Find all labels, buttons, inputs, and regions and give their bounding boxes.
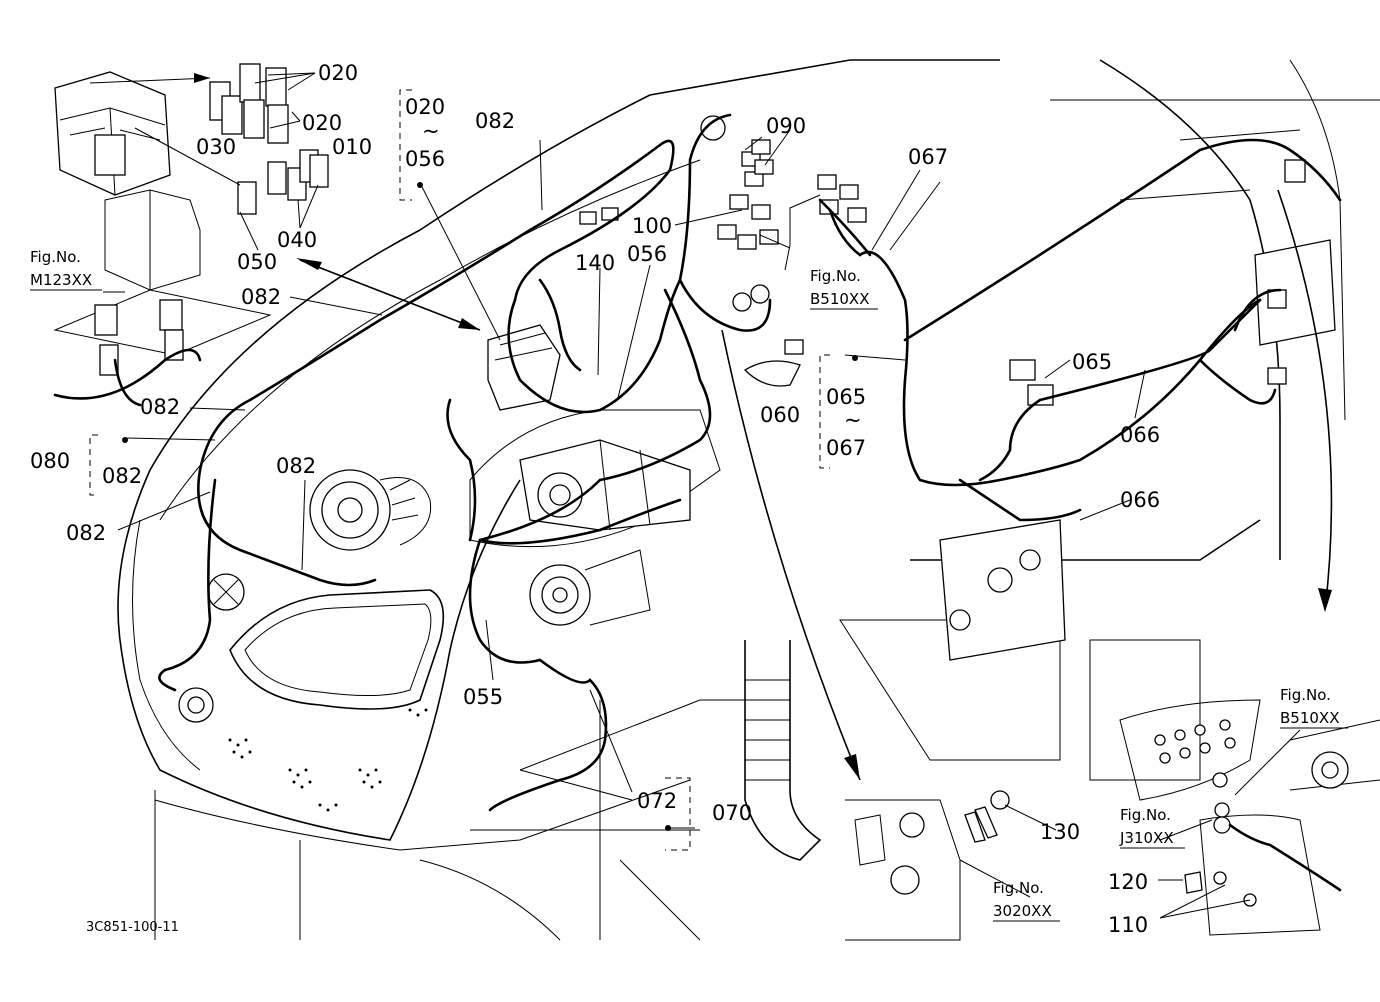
headlight-socket bbox=[207, 573, 245, 611]
relay-bracket-inset bbox=[53, 189, 272, 376]
fig-ref-3020: 3020XX bbox=[993, 902, 1052, 920]
callout-range-tilde: ~ bbox=[422, 119, 440, 143]
connector-group-090-100 bbox=[579, 115, 867, 387]
fig-ref-label: Fig.No. bbox=[993, 879, 1044, 897]
callout-010: 010 bbox=[332, 135, 372, 159]
callout-066: 066 bbox=[1120, 423, 1160, 447]
callout-082: 082 bbox=[102, 464, 142, 488]
callout-082: 082 bbox=[140, 395, 180, 419]
ac-compressor bbox=[529, 549, 651, 626]
valve-block-right bbox=[939, 359, 1066, 661]
tractor-body-outline bbox=[117, 59, 1380, 941]
callout-050: 050 bbox=[237, 250, 277, 274]
callout-range-tilde: ~ bbox=[844, 408, 862, 432]
fig-ref-j310: J310XX bbox=[1119, 829, 1174, 847]
group-brackets bbox=[89, 89, 858, 851]
horn bbox=[178, 687, 214, 723]
figure-references: Fig.No. M123XX Fig.No. B510XX Fig.No. B5… bbox=[30, 248, 1348, 922]
callout-067: 067 bbox=[908, 145, 948, 169]
rear-block-right bbox=[1254, 159, 1336, 385]
fig-ref-b510: B510XX bbox=[810, 290, 869, 308]
callout-140: 140 bbox=[575, 251, 615, 275]
main-fuse-box bbox=[487, 324, 561, 411]
callout-065: 065 bbox=[826, 385, 866, 409]
callout-082: 082 bbox=[66, 521, 106, 545]
callout-090: 090 bbox=[766, 114, 806, 138]
callout-030: 030 bbox=[196, 135, 236, 159]
callout-056: 056 bbox=[405, 147, 445, 171]
fig-ref-label: Fig.No. bbox=[1120, 806, 1171, 824]
callout-110: 110 bbox=[1108, 913, 1148, 937]
callout-056: 056 bbox=[627, 242, 667, 266]
part-callouts: 020 020 030 040 050 082 082 080 082 082 … bbox=[30, 61, 1160, 937]
callout-055: 055 bbox=[463, 685, 503, 709]
fig-ref-label: Fig.No. bbox=[1280, 686, 1331, 704]
fuse-020-group bbox=[239, 63, 289, 144]
fig-ref-label: Fig.No. bbox=[30, 248, 81, 266]
fig-ref-b510: B510XX bbox=[1280, 709, 1339, 727]
callout-040: 040 bbox=[277, 228, 317, 252]
callout-067: 067 bbox=[826, 436, 866, 460]
ground-terminal-inset bbox=[1184, 719, 1380, 936]
drawing-code: 3C851-100-11 bbox=[86, 920, 179, 935]
fig-ref-label: Fig.No. bbox=[810, 267, 861, 285]
fuse-030-slow-blow bbox=[209, 81, 243, 135]
fuse-relay-box-inset bbox=[54, 71, 171, 196]
callout-060: 060 bbox=[760, 403, 800, 427]
alternator bbox=[309, 469, 432, 551]
callout-072: 072 bbox=[637, 789, 677, 813]
callout-080: 080 bbox=[30, 449, 70, 473]
callout-065: 065 bbox=[1072, 350, 1112, 374]
callout-082: 082 bbox=[241, 285, 281, 309]
battery-terminal-lugs bbox=[964, 790, 1010, 843]
callout-100: 100 bbox=[632, 214, 672, 238]
fig-ref-m123: M123XX bbox=[30, 271, 92, 289]
callout-020: 020 bbox=[405, 95, 445, 119]
reference-arrows bbox=[89, 73, 1333, 781]
engine-block-3020-inset bbox=[845, 799, 961, 941]
callout-120: 120 bbox=[1108, 870, 1148, 894]
callout-070: 070 bbox=[712, 801, 752, 825]
leader-lines bbox=[103, 72, 1301, 919]
wire-harness bbox=[53, 113, 1342, 892]
callout-020: 020 bbox=[318, 61, 358, 85]
callout-130: 130 bbox=[1040, 820, 1080, 844]
callout-082: 082 bbox=[276, 454, 316, 478]
fuse-050-040-group bbox=[237, 149, 329, 215]
callout-020: 020 bbox=[302, 111, 342, 135]
callout-082: 082 bbox=[475, 109, 515, 133]
callout-066: 066 bbox=[1120, 488, 1160, 512]
